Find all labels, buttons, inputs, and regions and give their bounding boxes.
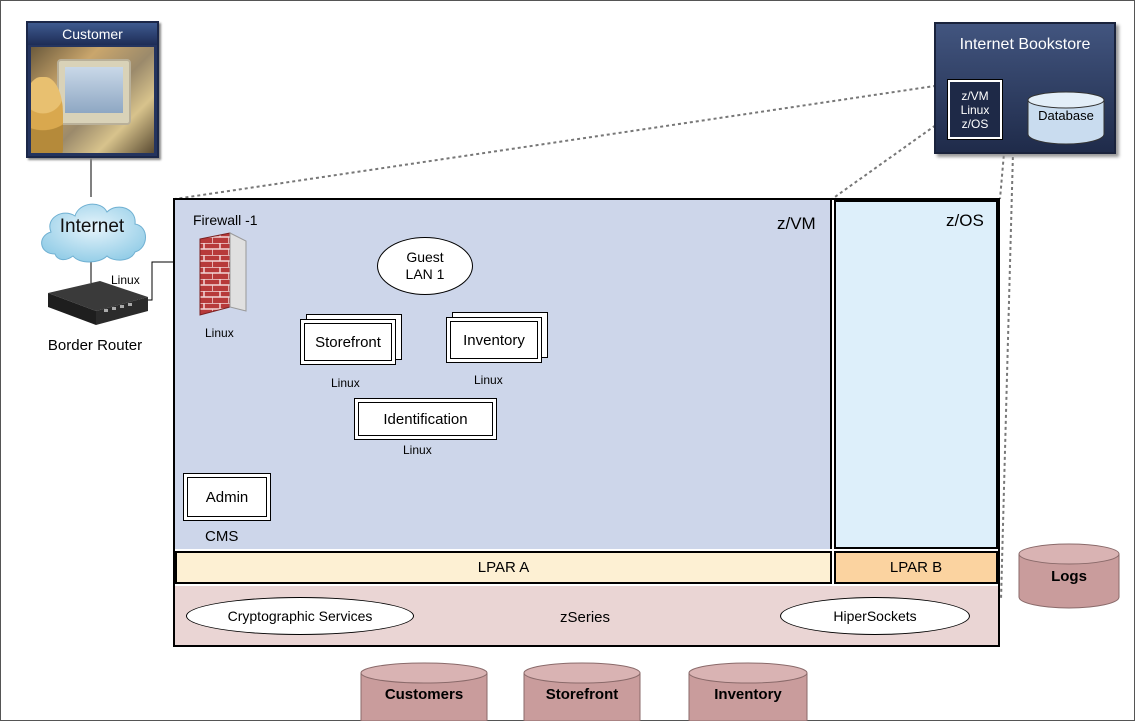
customers-database: Customers (360, 662, 488, 721)
inventory-os-label: Linux (474, 373, 503, 387)
cloud-icon (41, 203, 146, 263)
firewall-label: Firewall -1 (193, 212, 258, 228)
border-router-label: Border Router (47, 337, 143, 354)
zoom-line-zos-bottom (1000, 114, 1015, 601)
inventory-node: Inventory (446, 317, 542, 363)
inventory-db-label: Inventory (714, 686, 782, 703)
inventory-label: Inventory (450, 321, 538, 359)
system-line-zvm: z/VM (961, 88, 989, 103)
zseries-label: zSeries (560, 609, 611, 626)
lpar-b: LPAR B (834, 551, 998, 584)
logs-label: Logs (1051, 568, 1087, 585)
zos-label: z/OS (946, 211, 984, 230)
guest-lan-line-1: Guest (406, 249, 444, 265)
customers-label: Customers (384, 686, 464, 703)
monitor-icon (57, 59, 131, 125)
guest-lan-line-2: LAN 1 (405, 266, 445, 282)
inventory-database: Inventory (688, 662, 808, 721)
identification-label: Identification (358, 402, 493, 436)
admin-node: Admin (183, 473, 271, 521)
internet-label: Internet (59, 216, 125, 237)
person-icon (31, 77, 63, 153)
storefront-os-label: Linux (331, 376, 360, 390)
system-line-linux: Linux (960, 102, 990, 117)
guest-lan-node: Guest LAN 1 (377, 237, 473, 295)
storefront-node: Storefront (300, 319, 396, 365)
system-line-zos: z/OS (961, 116, 989, 131)
database-label: Database (1038, 108, 1094, 123)
internet-bookstore-panel: Internet Bookstore z/VM Linux z/OS Datab… (934, 22, 1116, 154)
zoom-line-zvm (174, 83, 949, 200)
zvm-label: z/VM (777, 214, 816, 233)
customer-panel: Customer (26, 21, 159, 158)
database-cylinder-icon (523, 662, 641, 721)
router-icon (48, 281, 148, 325)
database-cylinder-icon (1018, 543, 1120, 609)
zos-region (834, 200, 998, 549)
database-cylinder-icon (688, 662, 808, 721)
storefront-db-label: Storefront (545, 686, 619, 703)
logs-database: Logs (1018, 543, 1120, 610)
bookstore-database: Database (1026, 90, 1106, 148)
storefront-label: Storefront (304, 323, 392, 361)
database-cylinder-icon (1027, 91, 1105, 145)
customer-label: Customer (28, 23, 157, 45)
database-cylinder-icon (360, 662, 488, 721)
router-link-os-label: Linux (111, 273, 140, 287)
admin-cms-label: CMS (205, 528, 239, 545)
firewall-icon (199, 232, 247, 316)
internet-cloud: Internet (35, 196, 149, 266)
identification-node: Identification (354, 398, 497, 440)
lpar-a: LPAR A (175, 551, 832, 584)
cryptographic-services: Cryptographic Services (186, 597, 414, 635)
zvm-region (175, 200, 832, 549)
customer-photo (31, 47, 154, 153)
bookstore-title: Internet Bookstore (959, 36, 1091, 53)
hipersockets: HiperSockets (780, 597, 970, 635)
admin-label: Admin (187, 477, 267, 517)
bookstore-system-box: z/VM Linux z/OS (947, 79, 1003, 140)
border-router (38, 279, 150, 329)
storefront-database: Storefront (523, 662, 641, 721)
zoom-line-zvm-right (831, 114, 951, 200)
identification-os-label: Linux (403, 443, 432, 457)
firewall-os-label: Linux (205, 326, 234, 340)
